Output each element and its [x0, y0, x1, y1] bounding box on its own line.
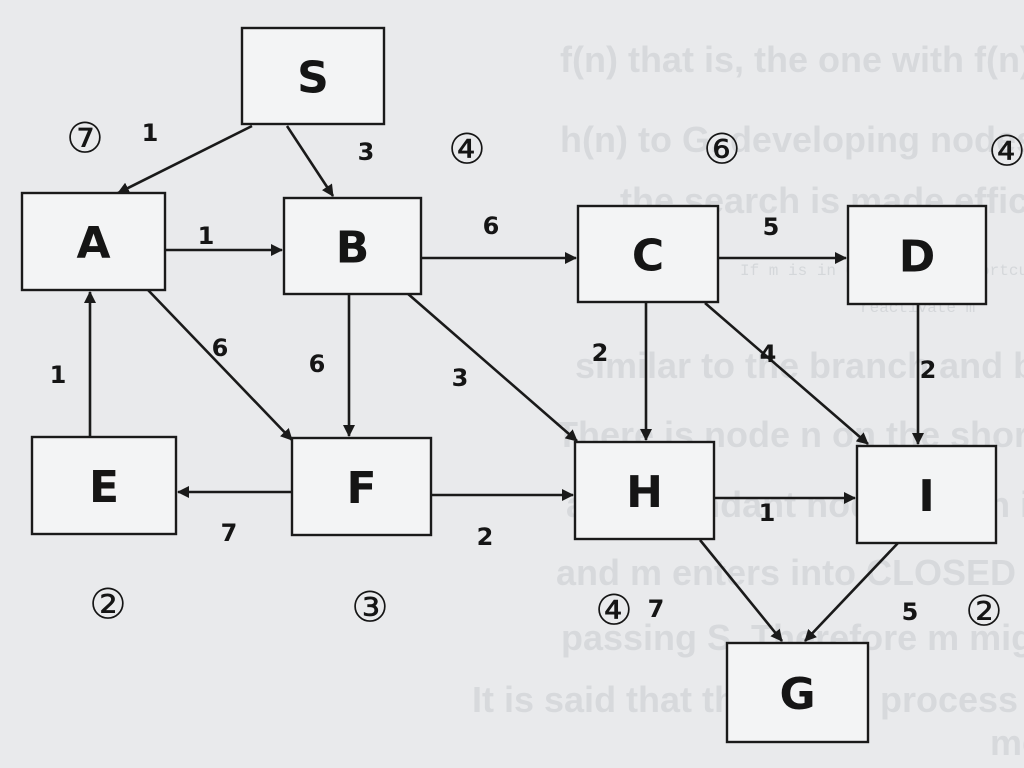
edges: 1 3 1 6 6 6 3 5 2 4 2 1 7 2 1 7 5 — [50, 119, 937, 642]
heuristic-i: ② — [965, 587, 1003, 636]
edge-weight-label: 1 — [198, 222, 215, 250]
node-box — [846, 204, 988, 306]
heuristic-e: ② — [89, 580, 127, 629]
edge-arrow — [117, 124, 253, 195]
node-label: H — [626, 467, 663, 518]
edge-b-c: 6 — [422, 212, 577, 264]
node-box — [290, 436, 433, 537]
node-box — [30, 435, 178, 536]
heuristic-d: ④ — [988, 127, 1024, 176]
background-text-line: and m enters into CLOSED before obtainin… — [556, 552, 1024, 593]
edge-a-f: 6 — [147, 289, 293, 441]
edge-weight-label: 5 — [902, 598, 919, 626]
edge-weight-label: 6 — [309, 350, 326, 378]
heuristic-c: ⑥ — [703, 125, 741, 174]
edge-arrow — [804, 542, 899, 642]
edge-s-a: 1 — [117, 119, 253, 195]
background-text-line: similar to the branch and bound method. — [575, 345, 1024, 386]
edge-d-i: 2 — [912, 305, 937, 445]
edge-h-i: 1 — [715, 492, 856, 527]
node-box — [240, 26, 386, 126]
edge-b-f: 6 — [309, 295, 355, 437]
node-box — [573, 440, 716, 541]
node-label: G — [779, 669, 815, 720]
edge-h-g: 7 — [648, 539, 784, 642]
edge-weight-label: 1 — [50, 361, 67, 389]
background-text-line: method. — [990, 722, 1024, 763]
node-b: B — [282, 196, 423, 296]
heuristic-h: ④ — [595, 586, 633, 635]
node-label: S — [297, 53, 329, 104]
edge-b-h: 3 — [406, 292, 578, 442]
node-e: E — [30, 435, 178, 536]
edge-arrow — [147, 289, 293, 441]
edge-s-b: 3 — [285, 125, 375, 197]
heuristic-values: ⑦ ④ ⑥ ④ ② ③ ④ ② — [66, 114, 1024, 636]
edge-weight-label: 1 — [759, 499, 776, 527]
node-box — [282, 196, 423, 296]
edge-weight-label: 6 — [212, 334, 229, 362]
edge-weight-label: 4 — [760, 340, 777, 368]
node-label: I — [918, 471, 934, 522]
node-d: D — [846, 204, 988, 306]
edge-weight-label: 1 — [142, 119, 159, 147]
edge-weight-label: 6 — [483, 212, 500, 240]
edge-weight-label: 7 — [221, 519, 238, 547]
edge-c-h: 2 — [592, 303, 652, 441]
edge-arrow — [704, 302, 869, 445]
node-label: A — [76, 218, 110, 269]
heuristic-value: ② — [89, 580, 127, 629]
node-a: A — [20, 191, 167, 292]
node-h: H — [573, 440, 716, 541]
node-label: B — [336, 223, 370, 274]
heuristic-value: ⑥ — [703, 125, 741, 174]
heuristic-value: ④ — [595, 586, 633, 635]
edge-e-a: 1 — [50, 291, 96, 436]
edge-weight-label: 3 — [358, 138, 375, 166]
node-g: G — [725, 641, 870, 744]
node-box — [20, 191, 167, 292]
edge-i-g: 5 — [804, 542, 919, 642]
node-label: E — [89, 462, 119, 513]
node-box — [576, 204, 720, 304]
edge-arrow — [698, 539, 784, 642]
edge-arrow — [285, 125, 335, 197]
edge-weight-label: 3 — [452, 364, 469, 392]
heuristic-value: ④ — [448, 125, 486, 174]
heuristic-value: ④ — [988, 127, 1024, 176]
edge-c-i: 4 — [704, 302, 869, 445]
heuristic-value: ② — [965, 587, 1003, 636]
heuristic-a: ⑦ — [66, 114, 104, 163]
node-box — [855, 444, 998, 545]
node-label: D — [899, 232, 936, 283]
edge-a-b: 1 — [166, 222, 283, 256]
heuristic-value: ⑦ — [66, 114, 104, 163]
node-s: S — [240, 26, 386, 126]
heuristic-value: ③ — [351, 583, 389, 632]
node-i: I — [855, 444, 998, 545]
background-text-line: f(n) that is, the one with f(n) = h(n) i… — [560, 39, 1024, 80]
edge-c-d: 5 — [718, 213, 847, 264]
heuristic-f: ③ — [351, 583, 389, 632]
heuristic-b: ④ — [448, 125, 486, 174]
node-f: F — [290, 436, 433, 537]
edge-weight-label: 2 — [592, 339, 609, 367]
nodes: S A B C D E F H I G — [20, 26, 998, 744]
edge-weight-label: 7 — [648, 595, 665, 623]
node-label: C — [632, 231, 664, 282]
edge-weight-label: 5 — [763, 213, 780, 241]
edge-f-h: 2 — [432, 489, 574, 551]
node-box — [725, 641, 870, 744]
edge-f-e: 7 — [177, 486, 291, 547]
node-label: F — [346, 463, 376, 514]
edge-weight-label: 2 — [920, 356, 937, 384]
background-text-line: h(n) to G, developing nodes that doesn't… — [560, 119, 1024, 160]
edge-arrow — [406, 292, 578, 442]
node-c: C — [576, 204, 720, 304]
edge-weight-label: 2 — [477, 523, 494, 551]
